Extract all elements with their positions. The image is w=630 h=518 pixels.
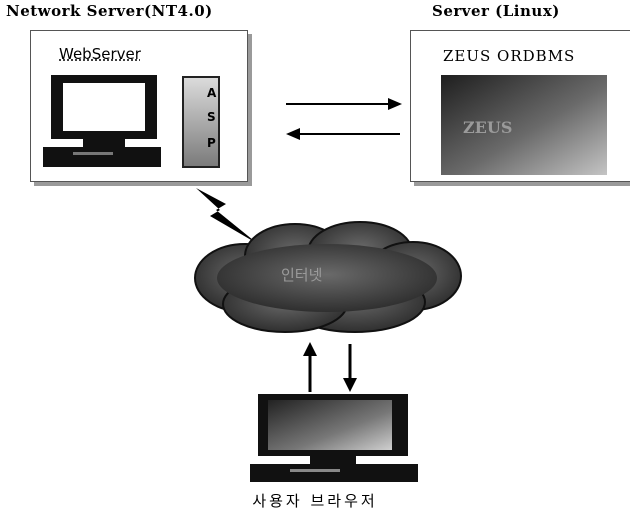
internet-cloud-icon: 인터넷 [194,221,462,333]
asp-tower-icon: A S P [182,76,220,168]
webserver-label: WebServer [59,45,141,63]
asp-letter-a: A [207,86,217,100]
arrow-down-head [343,378,357,392]
linux-server-box: ZEUS ORDBMS ZEUS [410,30,630,182]
server-monitor-icon [43,75,161,167]
client-monitor-icon [250,394,418,482]
user-browser-caption: 사용자 브라우저 [252,492,378,510]
arrow-to-db-head [388,98,402,110]
cloud-label: 인터넷 [281,266,322,284]
database-panel-icon: ZEUS [441,75,607,175]
lightning-icon [196,188,258,244]
asp-letter-s: S [207,110,216,124]
asp-letter-p: P [207,136,216,150]
server-arrows [286,98,402,140]
arrow-up-head [303,342,317,356]
arrow-to-web-head [286,128,300,140]
zeus-ordbms-label: ZEUS ORDBMS [443,47,576,65]
client-arrows [303,342,357,392]
linux-server-title: Server (Linux) [432,2,560,20]
network-server-box: WebServer A S P [30,30,248,182]
zeus-panel-text: ZEUS [463,118,512,137]
network-server-title: Network Server(NT4.0) [6,2,213,20]
